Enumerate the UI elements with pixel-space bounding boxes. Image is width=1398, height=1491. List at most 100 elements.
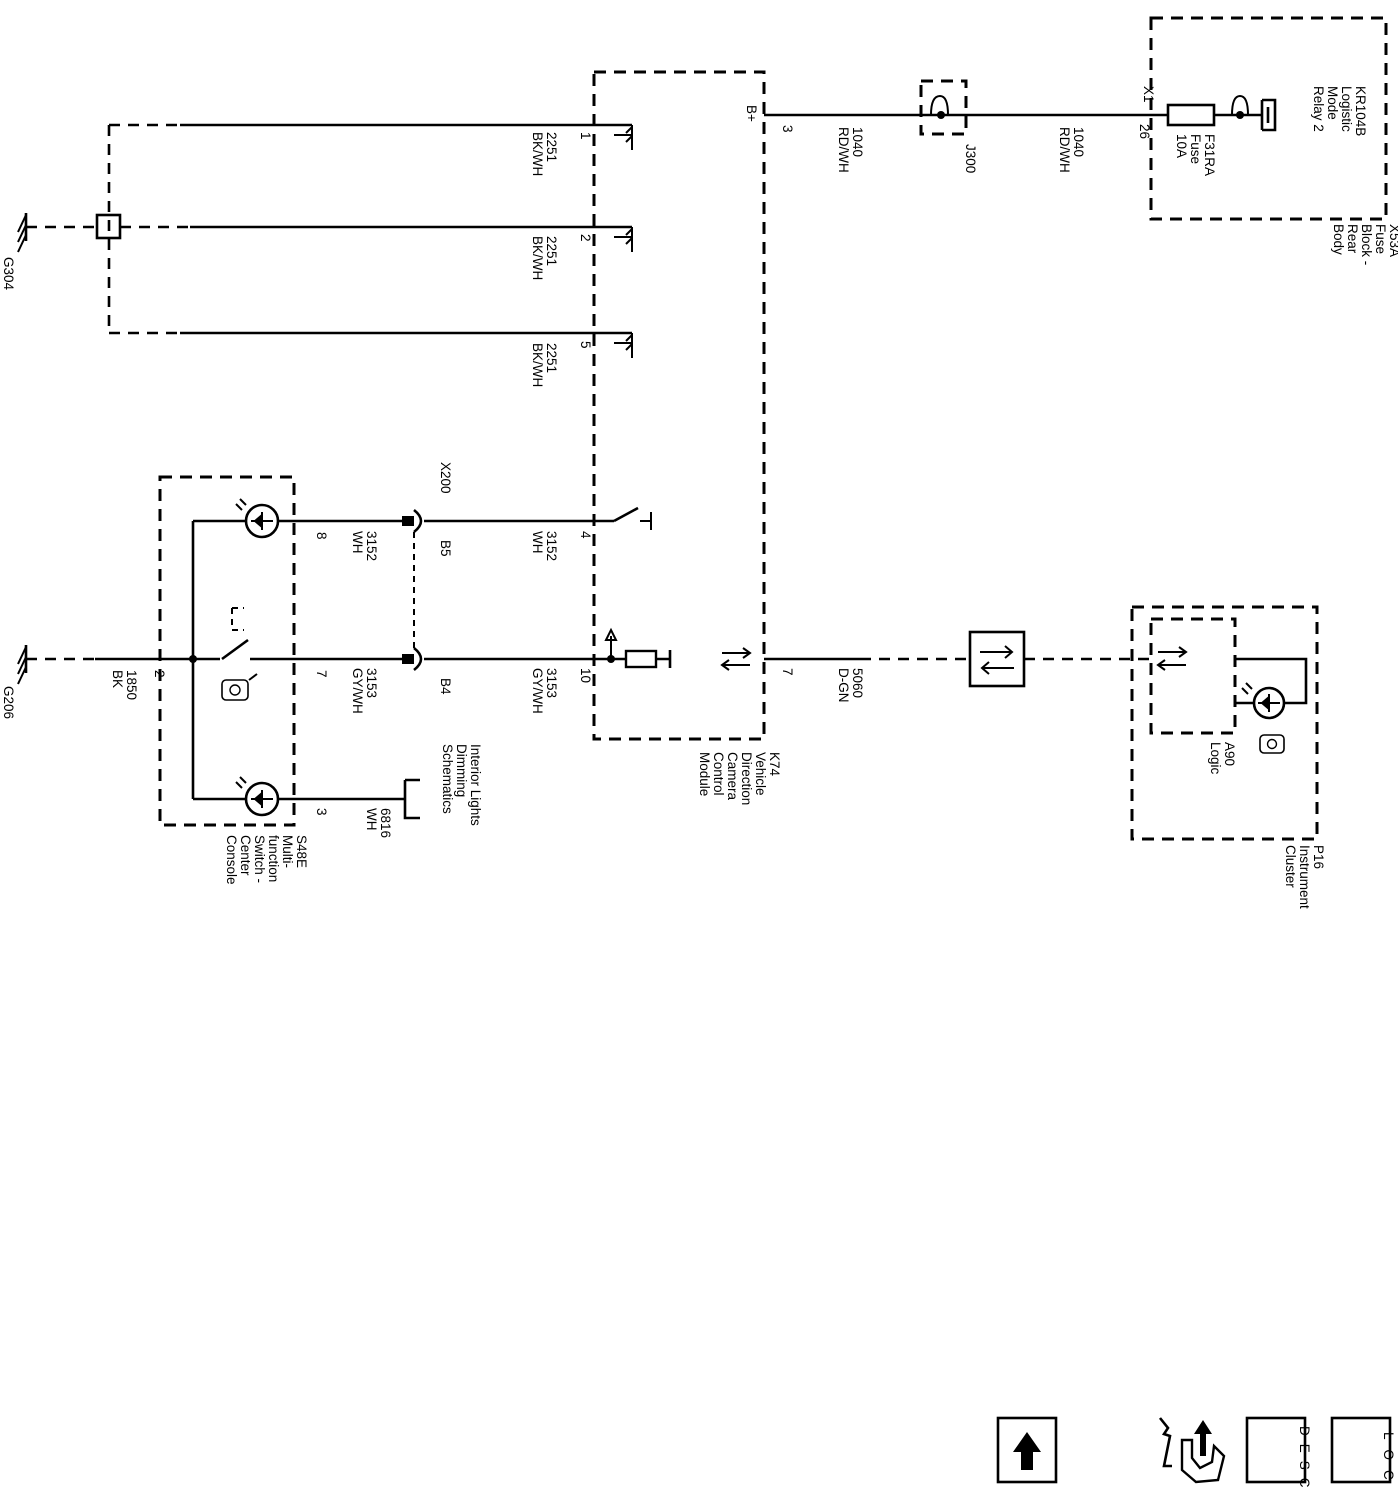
- s48e-pin8: 8: [314, 532, 329, 540]
- interior-lights-reference[interactable]: Interior Lights Dimming Schematics: [440, 744, 483, 826]
- connector-x200-b5: [402, 508, 423, 534]
- s48e-pin3: 3: [314, 808, 329, 816]
- svg-text:LOC: LOC: [1381, 1432, 1396, 1490]
- svg-text:Module: Module: [697, 752, 712, 796]
- svg-text:P16: P16: [1311, 845, 1326, 869]
- ground-g206: G206: [1, 645, 28, 719]
- camera-switch-symbol: [193, 607, 405, 661]
- svg-text:BK/WH: BK/WH: [530, 236, 545, 280]
- cluster-indicator-lamp-icon: [1241, 682, 1286, 720]
- svg-text:Fuse: Fuse: [1373, 224, 1388, 254]
- ground-g206-symbol: [17, 645, 28, 685]
- ground-g304-label: G304: [1, 257, 16, 291]
- svg-text:Instrument: Instrument: [1297, 845, 1312, 909]
- svg-text:Dimming: Dimming: [454, 744, 469, 797]
- pullup-arrow: [604, 627, 618, 659]
- svg-text:Fuse: Fuse: [1188, 134, 1203, 164]
- s48e-pin7: 7: [314, 670, 329, 678]
- svg-text:function: function: [266, 835, 281, 882]
- svg-text:A90: A90: [1222, 742, 1237, 766]
- k74-module-box: [592, 70, 766, 741]
- connector-x200-label: X200: [438, 462, 453, 494]
- svg-text:3152: 3152: [544, 531, 559, 561]
- up-arrow-icon: [1013, 1432, 1041, 1470]
- svg-text:1040: 1040: [1071, 127, 1086, 157]
- svg-text:K74: K74: [767, 752, 782, 777]
- svg-text:Vehicle: Vehicle: [753, 752, 768, 796]
- svg-text:5060: 5060: [850, 668, 865, 698]
- up-arrow-button[interactable]: [996, 1416, 1058, 1484]
- k74-module-label: K74 Vehicle Direction Camera Control Mod…: [697, 752, 782, 805]
- circuit-1850-label: 1850 BK: [110, 670, 139, 700]
- svg-text:RD/WH: RD/WH: [1057, 127, 1072, 173]
- k74-pin5: 5: [578, 341, 593, 349]
- relay-connection-symbol: [1231, 95, 1249, 116]
- connector-end-view-button[interactable]: [1158, 1417, 1226, 1484]
- svg-text:GY/WH: GY/WH: [530, 668, 545, 714]
- connector-x200-b4-pin: B4: [438, 678, 453, 695]
- svg-text:Logistic: Logistic: [1339, 86, 1354, 132]
- svg-text:F31RA: F31RA: [1202, 134, 1217, 176]
- svg-text:Logic: Logic: [1208, 742, 1223, 775]
- loc-button[interactable]: LOC: [1330, 1416, 1396, 1490]
- circuit-2251-pin2-label: 2251 BK/WH: [530, 236, 559, 280]
- svg-text:Cluster: Cluster: [1283, 845, 1298, 888]
- ground-g206-label: G206: [1, 686, 16, 719]
- svg-text:D-GN: D-GN: [836, 668, 851, 703]
- k74-pin1: 1: [578, 132, 593, 140]
- splice-j300-box: [919, 79, 968, 136]
- circuit-3152-k74-label: 3152 WH: [530, 531, 559, 561]
- svg-text:3152: 3152: [364, 531, 379, 561]
- fuse-f31ra-symbol: [1166, 103, 1216, 127]
- p16-indicator-wire: [1235, 657, 1308, 705]
- svg-text:X53A: X53A: [1387, 224, 1398, 257]
- connector-x200-b4: [402, 646, 423, 672]
- ground-g304: G304: [1, 213, 28, 291]
- svg-text:WH: WH: [350, 531, 365, 554]
- svg-text:Control: Control: [711, 752, 726, 796]
- svg-text:DESC: DESC: [1297, 1426, 1312, 1491]
- connector-x200-b5-pin: B5: [438, 540, 453, 557]
- svg-text:BK/WH: BK/WH: [530, 132, 545, 176]
- k74-pin10: 10: [578, 668, 593, 683]
- wire-2251-pin1: [180, 123, 633, 150]
- svg-text:2251: 2251: [544, 343, 559, 373]
- s48e-switch-label: S48E Multi- function Switch - Center Con…: [224, 835, 309, 885]
- svg-text:Block -: Block -: [1359, 224, 1374, 265]
- svg-text:WH: WH: [530, 531, 545, 554]
- p16-cluster-box: [1130, 605, 1319, 841]
- desc-button[interactable]: DESC: [1245, 1416, 1312, 1491]
- fuse-block-x1: X1: [1141, 86, 1156, 103]
- reference-bracket: [403, 778, 420, 820]
- a90-logic-box: [1149, 617, 1237, 735]
- s48e-pin2: 2: [152, 670, 167, 678]
- k74-pin4: 4: [578, 531, 593, 539]
- svg-text:6816: 6816: [378, 808, 393, 838]
- serial-data-link-icon[interactable]: [968, 630, 1026, 688]
- svg-text:BK/WH: BK/WH: [530, 343, 545, 387]
- svg-text:Console: Console: [224, 835, 239, 885]
- connector-end-view-icon: [1158, 1417, 1226, 1484]
- fuse-block-box: [1149, 16, 1388, 221]
- wire-2251-pin5: [180, 331, 633, 358]
- k74-serial-data-arrows-icon: [720, 647, 752, 671]
- p16-cluster-label: P16 Instrument Cluster: [1283, 845, 1326, 909]
- k74-pin4-switch-contact: [613, 506, 639, 523]
- svg-text:2251: 2251: [544, 236, 559, 266]
- circuit-3153-switch-label: 3153 GY/WH: [350, 668, 379, 714]
- k74-pin2: 2: [578, 234, 593, 242]
- k74-bplus-label: B+: [744, 105, 759, 122]
- p16-serial-arrows-icon: [1156, 646, 1188, 671]
- svg-text:1850: 1850: [124, 670, 139, 700]
- svg-text:Switch -: Switch -: [252, 835, 267, 883]
- svg-text:S48E: S48E: [294, 835, 309, 868]
- svg-text:Rear: Rear: [1345, 224, 1360, 254]
- camera-icon: [221, 673, 258, 701]
- svg-text:Mode: Mode: [1325, 86, 1340, 120]
- relay-kr104b-symbol: [1260, 98, 1277, 132]
- svg-text:Interior Lights: Interior Lights: [468, 744, 483, 826]
- wire-2251-pin2: [190, 225, 633, 252]
- splice-j300-label: J300: [963, 144, 978, 173]
- svg-text:2251: 2251: [544, 132, 559, 162]
- s48e-switch-box: [158, 475, 296, 827]
